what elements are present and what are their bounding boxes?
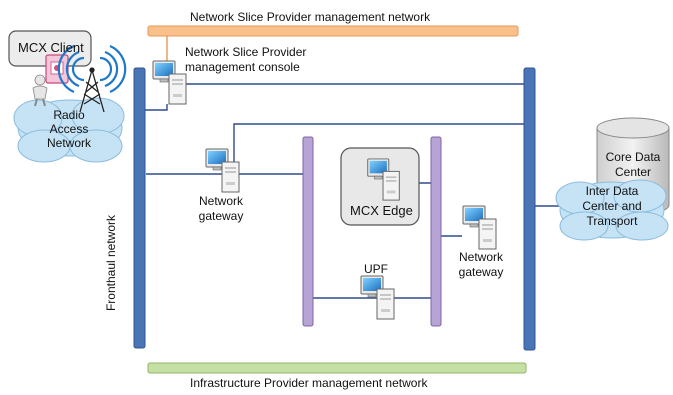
inter-data-center-cloud xyxy=(555,179,669,241)
inter-data-center-label-line2: Center and xyxy=(582,199,642,213)
gateway-right-label-line2: gateway xyxy=(458,265,504,279)
antenna-tower-icon xyxy=(79,67,105,113)
management-console-computer-icon xyxy=(152,60,187,105)
network-gateway-right-computer-icon xyxy=(462,205,497,250)
ran-label-line1: Radio xyxy=(53,108,85,122)
core-data-center-label-line2: Center xyxy=(614,165,652,179)
radio-access-network-cloud xyxy=(13,97,125,163)
ran-label-line2: Access xyxy=(49,122,89,136)
mcx-edge-label: MCX Edge xyxy=(350,203,413,218)
gateway-right-label-line1: Network xyxy=(458,250,503,264)
ran-label-line3: Network xyxy=(46,136,91,150)
bottom-management-network-bar xyxy=(147,362,527,374)
phone-icon xyxy=(45,54,69,84)
mcx-client-label: MCX Client xyxy=(18,40,84,55)
gateway-left-label-line1: Network xyxy=(198,194,243,208)
link-lines xyxy=(144,36,560,299)
bottom-network-label: Infrastructure Provider management netwo… xyxy=(190,376,428,390)
core-data-center-label-line1: Core Data xyxy=(605,150,661,164)
person-icon xyxy=(32,74,48,107)
fronthaul-network-bar xyxy=(133,67,146,349)
console-label-line1: Network Slice Provider xyxy=(185,45,307,59)
left-purple-bar xyxy=(302,136,314,327)
fronthaul-label: Fronthaul network xyxy=(104,214,119,312)
right-purple-bar xyxy=(430,136,442,327)
inter-data-center-label-line1: Inter Data xyxy=(585,184,639,198)
top-management-network-bar xyxy=(147,25,519,37)
upf-label: UPF xyxy=(364,262,388,276)
radio-waves-icon xyxy=(57,44,127,94)
mcx-edge-box xyxy=(340,147,420,226)
top-network-label: Network Slice Provider management networ… xyxy=(190,10,431,24)
console-label-line2: management console xyxy=(185,60,300,74)
gateway-left-label-line2: gateway xyxy=(198,209,244,223)
right-network-bar xyxy=(523,67,536,351)
inter-data-center-label-line3: Transport xyxy=(586,214,638,228)
